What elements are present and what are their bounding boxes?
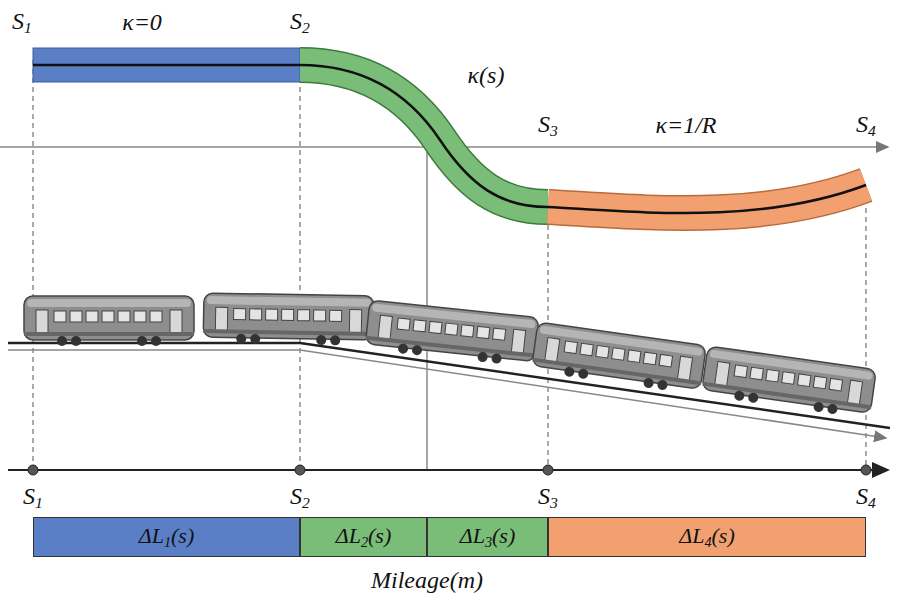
curvature-label: κ=0 bbox=[122, 10, 162, 34]
axis-station-label: S4 bbox=[856, 484, 876, 510]
station-label: S4 bbox=[856, 112, 876, 138]
station-label: S1 bbox=[12, 9, 32, 35]
axis-station-label: S3 bbox=[538, 484, 558, 510]
axis-station-label: S1 bbox=[23, 484, 43, 510]
segment-label: ΔL4(s) bbox=[679, 523, 735, 551]
axis-station-label: S2 bbox=[290, 484, 310, 510]
segment-bar: ΔL2(s) bbox=[300, 517, 427, 557]
segment-label: ΔL3(s) bbox=[460, 523, 516, 551]
station-label: S2 bbox=[290, 9, 310, 35]
segment-label: ΔL1(s) bbox=[139, 523, 195, 551]
station-label: S3 bbox=[538, 112, 558, 138]
axis-title: Mileage(m) bbox=[371, 568, 483, 592]
segment-bar: ΔL3(s) bbox=[427, 517, 548, 557]
segment-bar: ΔL1(s) bbox=[33, 517, 300, 557]
curvature-label: κ=1/R bbox=[653, 113, 718, 137]
segment-label: ΔL2(s) bbox=[336, 523, 392, 551]
curvature-label: κ(s) bbox=[466, 63, 507, 87]
segment-bar: ΔL4(s) bbox=[548, 517, 866, 557]
